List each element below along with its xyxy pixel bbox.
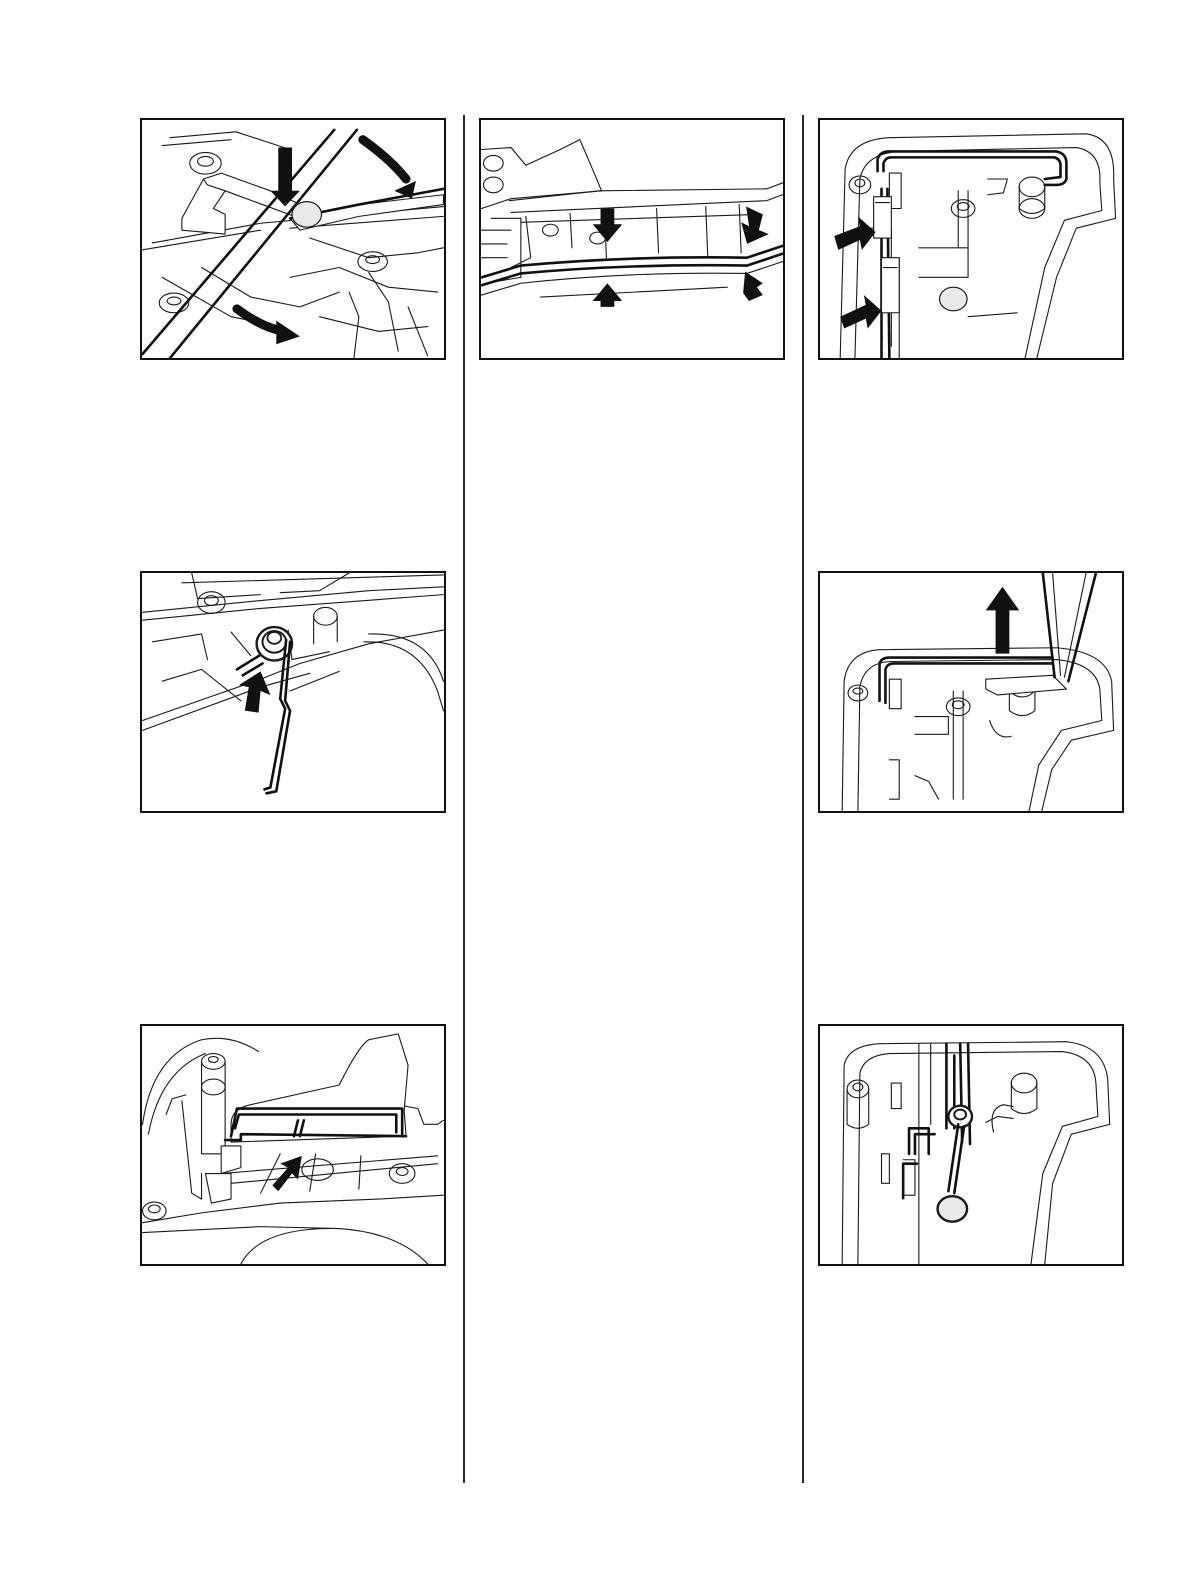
spring-and-pin-illustration [820, 1026, 1122, 1264]
lever-pry-tool-illustration [142, 120, 444, 358]
column-divider-right [802, 115, 804, 1483]
remove-lever-pliers-illustration [820, 573, 1122, 811]
column-divider-left [463, 115, 465, 1483]
figure-lever-pry-tool [140, 118, 446, 360]
figure-spring-and-pin [818, 1024, 1124, 1266]
figure-remove-lever-with-pliers [818, 571, 1124, 813]
trigger-spring-leg-illustration [142, 1026, 444, 1264]
cable-seated-in-housing-illustration [481, 120, 783, 358]
cable-clips-in-handle-illustration [820, 120, 1122, 358]
figure-cable-seated-in-housing [479, 118, 785, 360]
figure-cable-clips-in-handle [818, 118, 1124, 360]
torsion-spring-illustration [142, 573, 444, 811]
figure-trigger-spring-leg [140, 1024, 446, 1266]
figure-torsion-spring [140, 571, 446, 813]
